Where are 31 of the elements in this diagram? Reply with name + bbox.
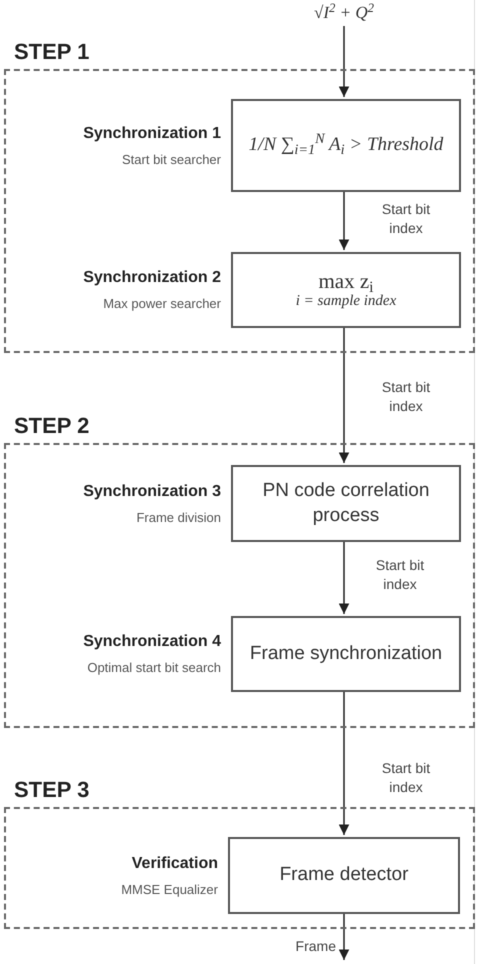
stage-subtitle: Max power searcher xyxy=(103,295,221,314)
arrow xyxy=(338,26,350,97)
step-heading: STEP 3 xyxy=(14,776,90,804)
box-text: Frame synchronization xyxy=(250,642,442,666)
stage-title: Synchronization 1 xyxy=(83,124,221,144)
arrow xyxy=(338,190,350,250)
process-box xyxy=(231,465,461,542)
process-box xyxy=(228,837,460,914)
stage-title: Verification xyxy=(132,854,218,874)
step-heading: STEP 2 xyxy=(14,412,90,440)
arrow xyxy=(338,540,350,614)
stage-title: Synchronization 3 xyxy=(83,482,221,502)
formula-text: max z$_{i}$ xyxy=(318,270,374,294)
process-box xyxy=(231,252,461,328)
stage-subtitle: Optimal start bit search xyxy=(87,659,221,678)
box-text: Frame detector xyxy=(280,863,408,888)
input-formula: √I$^{2}$ + Q$^{2}$ xyxy=(314,0,374,24)
arrow xyxy=(338,690,350,835)
stage-subtitle: Start bit searcher xyxy=(122,150,221,169)
arrow xyxy=(338,912,350,960)
step-heading: STEP 1 xyxy=(14,38,90,66)
process-box xyxy=(231,616,461,692)
formula-text: 1/N ∑$_{i=1}$$^{N}$ A$_{i}$ > Threshold xyxy=(248,131,444,160)
box-text: PN code correlation process xyxy=(262,478,430,528)
stage-title: Synchronization 2 xyxy=(83,268,221,288)
stage-subtitle: Frame division xyxy=(136,508,221,527)
formula-text: i = sample index xyxy=(296,293,396,310)
arrow xyxy=(338,326,350,463)
process-box xyxy=(231,99,461,192)
stage-title: Synchronization 4 xyxy=(83,632,221,652)
stage-subtitle: MMSE Equalizer xyxy=(121,880,218,899)
